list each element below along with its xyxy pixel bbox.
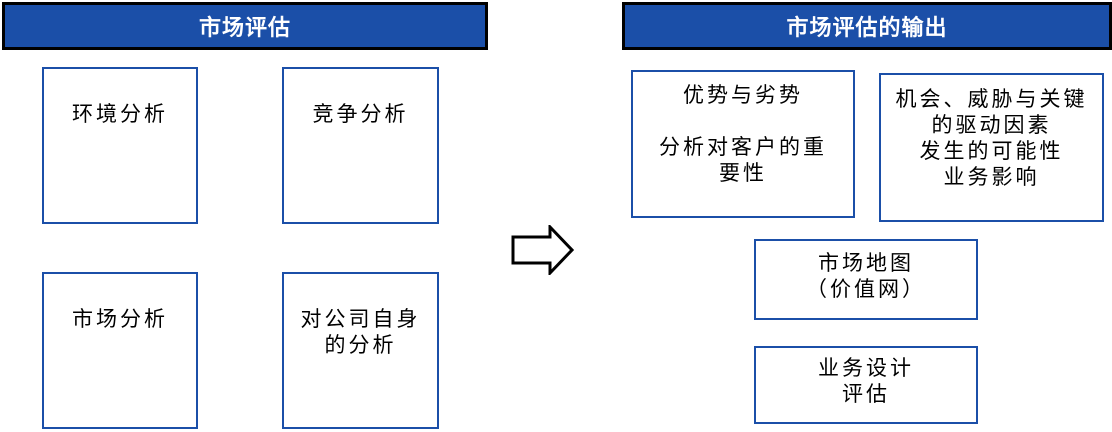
right-block-arrow-icon [511, 225, 574, 275]
box-label: 优势与劣势 [683, 83, 803, 107]
box-business-design-evaluation: 业务设计 评估 [754, 346, 978, 424]
box-label: （价值网） [806, 277, 926, 301]
box-label: 发生的可能性 [919, 139, 1064, 163]
box-label: 市场地图 [818, 251, 914, 275]
box-label: 环境分析 [72, 102, 168, 126]
box-label-spacer [633, 108, 853, 134]
box-label: 要性 [719, 161, 767, 185]
box-market-map: 市场地图 （价值网） [754, 239, 978, 320]
box-label: 机会、威胁与关键 [895, 87, 1088, 111]
box-company-self-analysis: 对公司自身 的分析 [282, 272, 439, 429]
right-panel-header: 市场评估的输出 [622, 2, 1112, 50]
left-panel-header-label: 市场评估 [198, 15, 291, 40]
right-panel-header-label: 市场评估的输出 [786, 15, 948, 40]
box-label: 的驱动因素 [931, 113, 1052, 137]
box-opportunities-threats: 机会、威胁与关键 的驱动因素 发生的可能性 业务影响 [879, 73, 1104, 222]
box-market-analysis: 市场分析 [42, 272, 198, 429]
left-panel-header: 市场评估 [2, 2, 488, 50]
box-label: 对公司自身 [300, 307, 421, 331]
box-label: 业务影响 [943, 165, 1040, 189]
box-label: 市场分析 [72, 307, 168, 331]
box-strengths-weaknesses: 优势与劣势 分析对客户的重 要性 [631, 70, 855, 218]
box-environment-analysis: 环境分析 [42, 67, 198, 224]
box-label: 的分析 [324, 333, 397, 357]
box-label: 业务设计 [818, 356, 914, 380]
box-label: 竞争分析 [312, 102, 409, 126]
box-label: 分析对客户的重 [659, 135, 827, 159]
box-competition-analysis: 竞争分析 [282, 67, 439, 224]
box-label: 评估 [842, 382, 890, 406]
